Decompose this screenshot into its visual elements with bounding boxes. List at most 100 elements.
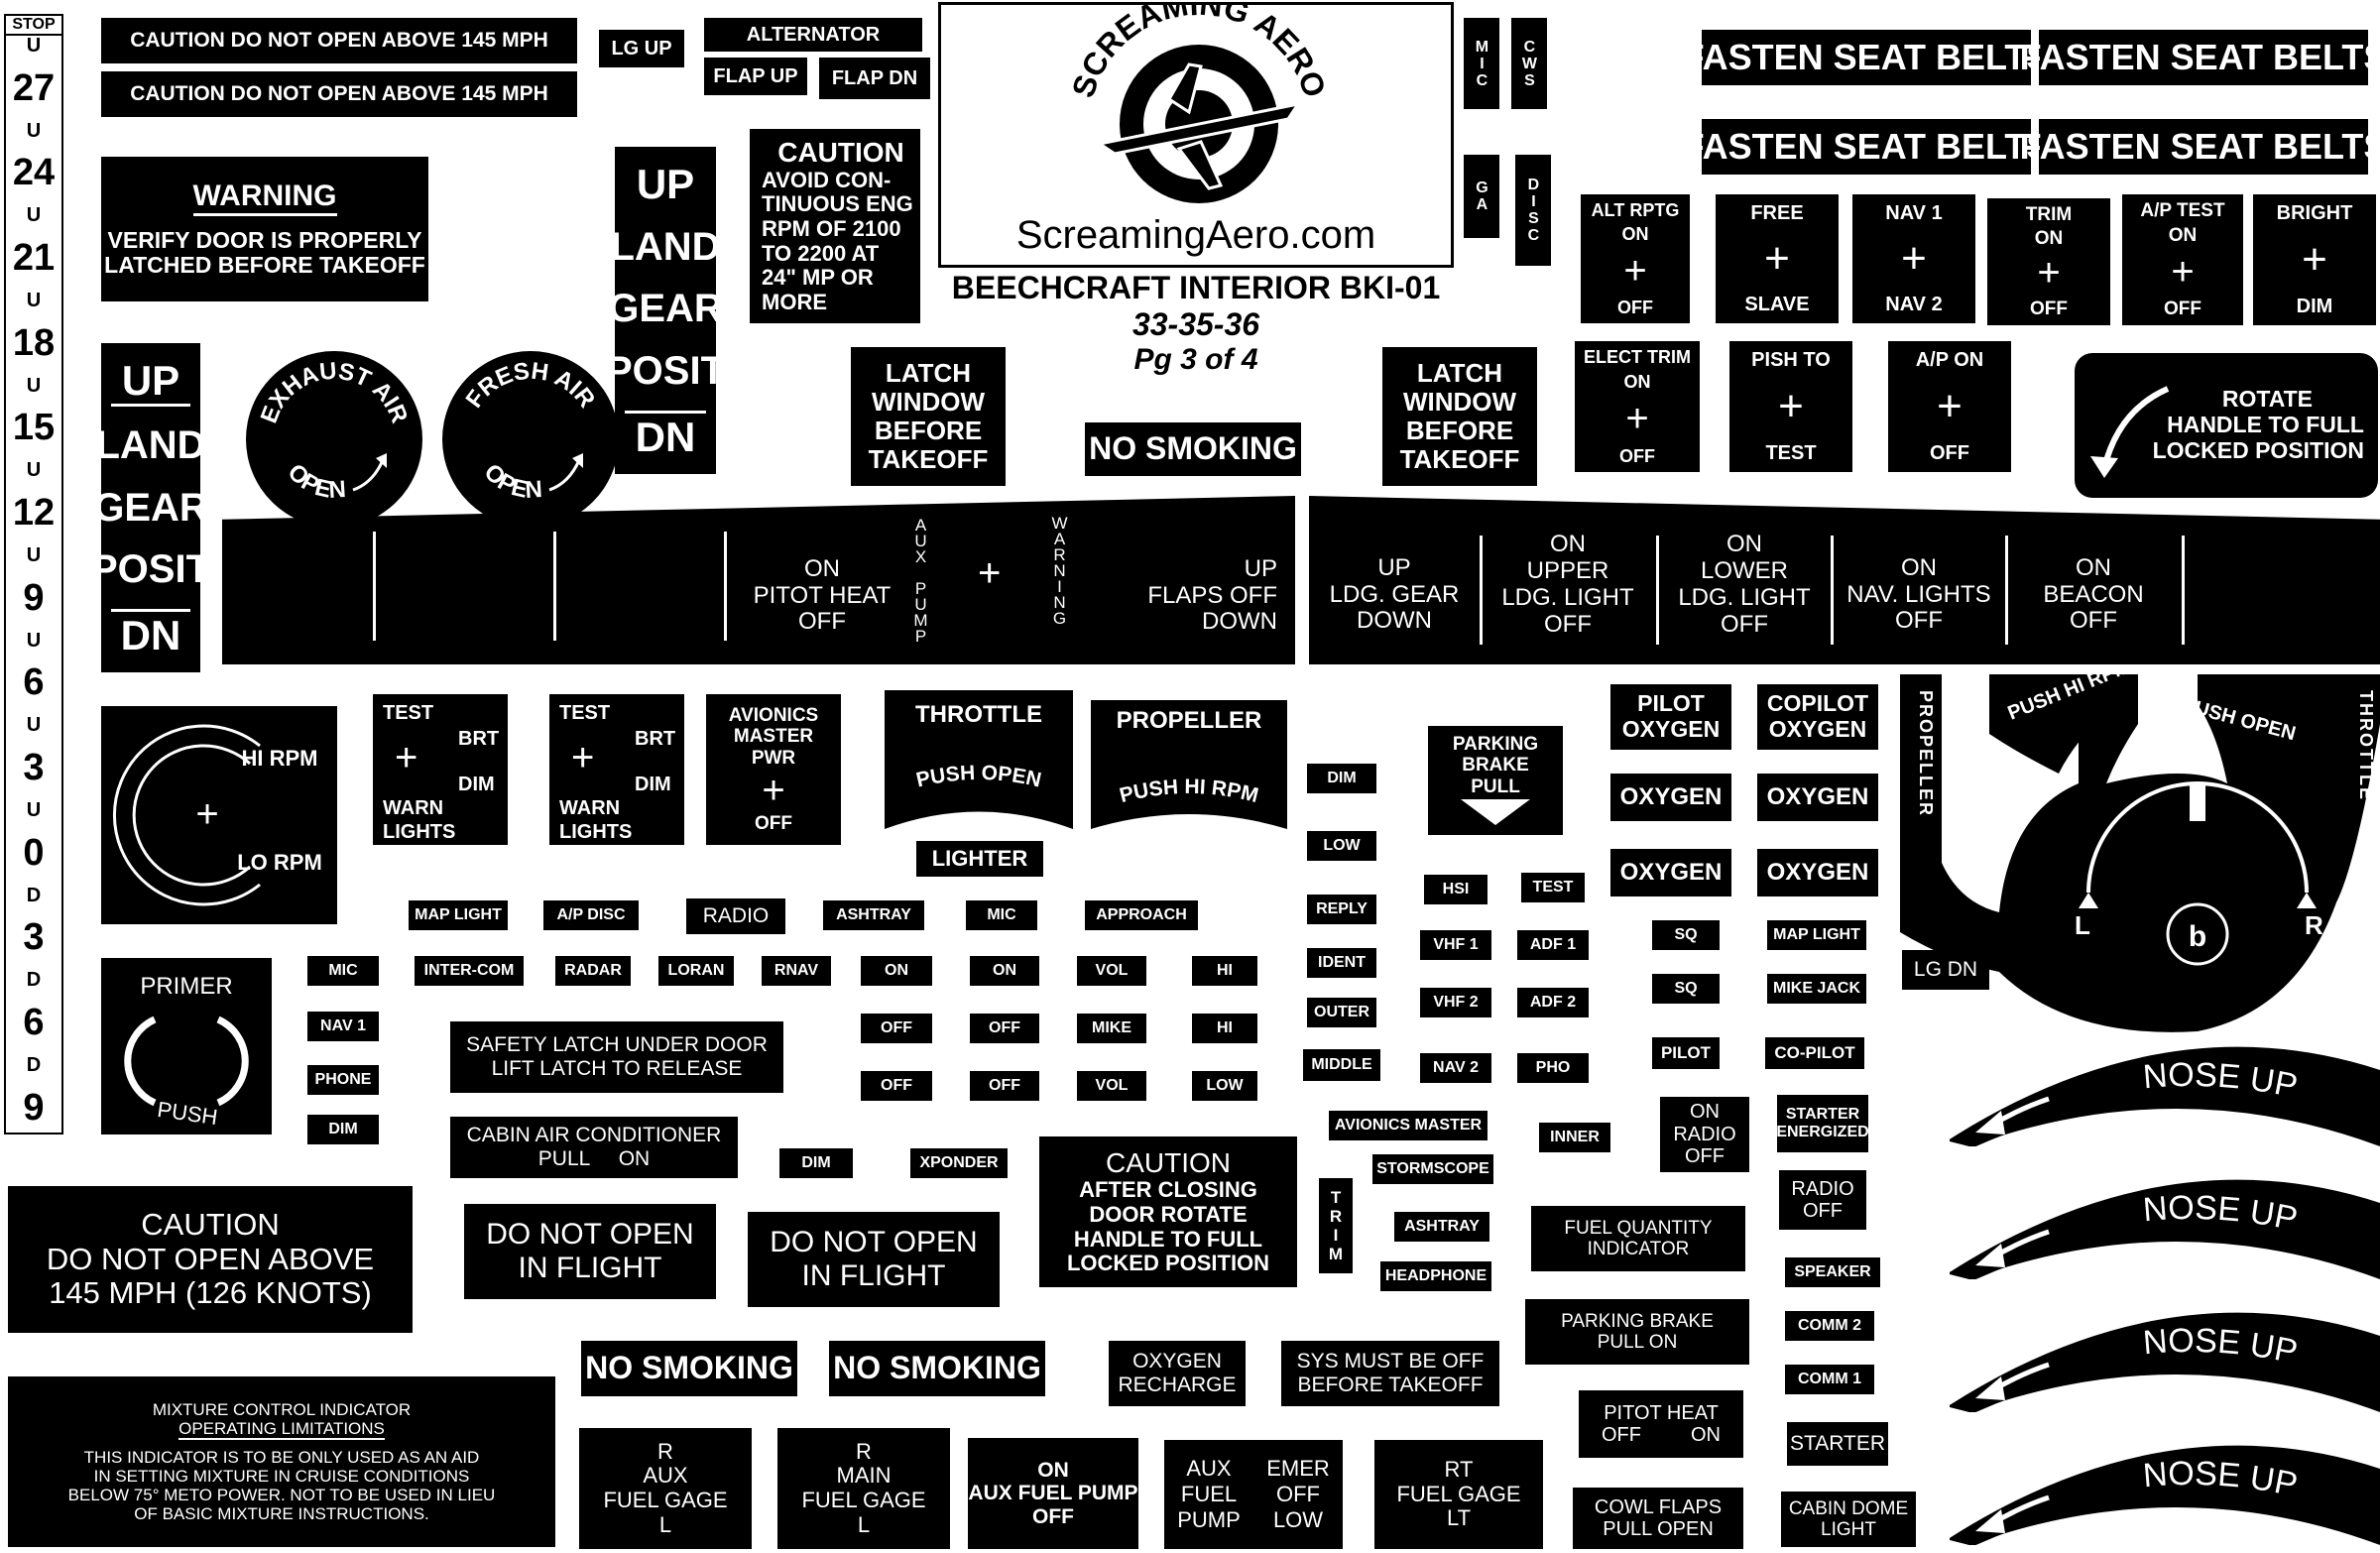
brand-url: ScreamingAero.com bbox=[1016, 213, 1375, 257]
strip-divider bbox=[553, 532, 556, 641]
strip-divider bbox=[2005, 536, 2008, 645]
toggle-cross-icon: + bbox=[1764, 234, 1790, 284]
flap-up-placard: FLAP UP bbox=[704, 58, 807, 95]
mic-label: MIC bbox=[966, 900, 1037, 930]
trim-scale-tick: D bbox=[26, 969, 42, 992]
trim-scale-tick: U bbox=[26, 629, 42, 652]
dim-label: DIM bbox=[307, 1115, 379, 1144]
flap-up-text: FLAP UP bbox=[713, 64, 798, 87]
radio-label: RADIO bbox=[686, 898, 785, 934]
low-label: LOW bbox=[1192, 1071, 1257, 1101]
toggle-cross-icon: + bbox=[2171, 250, 2195, 295]
trim-scale-tick: 3 bbox=[23, 747, 45, 789]
trim-scale-tick: U bbox=[26, 289, 42, 311]
hi-label: HI bbox=[1192, 1014, 1257, 1043]
strip-divider bbox=[1480, 536, 1483, 645]
toggle-cross-icon: + bbox=[1778, 382, 1804, 431]
off-label: OFF bbox=[861, 1071, 932, 1101]
center-detent-mark bbox=[2190, 785, 2205, 821]
dim-label: DIM bbox=[779, 1148, 853, 1178]
toggle-cross-icon: + bbox=[571, 736, 595, 779]
sheet-page-number: Pg 3 of 4 bbox=[1133, 343, 1258, 376]
aux-pump-vertical-label: AUX PUMP bbox=[911, 516, 930, 643]
toggle-cross-icon: + bbox=[2037, 251, 2061, 296]
caution-rpm-placard: CAUTION AVOID CON- TINUOUS ENG RPM OF 21… bbox=[750, 129, 920, 323]
sq-label: SQ bbox=[1652, 920, 1720, 950]
ident-label: IDENT bbox=[1307, 948, 1376, 978]
lg-up-placard: LG UP bbox=[599, 30, 684, 67]
land-gear-posit-placard-left: UP LAND GEAR POSIT DN bbox=[91, 343, 210, 672]
trim-scale-tick: U bbox=[26, 35, 42, 57]
co-pilot-label: CO-PILOT bbox=[1765, 1037, 1864, 1069]
svg-text:PROPELLER: PROPELLER bbox=[1117, 707, 1262, 734]
mic-label: MIC bbox=[307, 956, 379, 986]
strip-divider bbox=[1831, 536, 1834, 645]
toggle-cross-icon: + bbox=[1625, 397, 1649, 441]
nose-up-arc-placard: NOSE UP bbox=[1950, 1179, 2380, 1279]
lg-dn-placard: LG DN bbox=[1902, 950, 1989, 990]
starter-placard: STARTER bbox=[1787, 1422, 1888, 1466]
toggle-cross-icon: + bbox=[1937, 382, 1963, 431]
throttle-quadrant-placard: b L R PROPELLER THROTTLE PUSH HI RPM PUS… bbox=[1900, 674, 2380, 1032]
trim-scale-tick: U bbox=[26, 543, 42, 566]
vol-label: VOL bbox=[1077, 956, 1146, 986]
caution-145-text: CAUTION DO NOT OPEN ABOVE 145 MPH bbox=[130, 82, 548, 106]
brand-logo-graphic: SCREAMING AERO ScreamingAero.com bbox=[1016, 0, 1375, 257]
beechcraft-emblem-glyph: b bbox=[2189, 920, 2206, 953]
oxygen-placard: OXYGEN bbox=[1757, 849, 1878, 896]
mike-label: MIKE bbox=[1077, 1014, 1146, 1043]
trim-scale-tick: 27 bbox=[12, 66, 56, 109]
nav-selector-switch-placard: NAV 1+NAV 2 bbox=[1852, 194, 1975, 323]
curved-arrow-icon bbox=[2090, 386, 2170, 478]
trim-scale-tick: 9 bbox=[23, 576, 45, 619]
svg-text:THROTTLE: THROTTLE bbox=[915, 701, 1042, 728]
trim-scale-tick: U bbox=[26, 374, 42, 397]
hi-label: HI bbox=[1192, 956, 1257, 986]
alternator-placard: ALTERNATOR bbox=[704, 18, 922, 52]
propeller-knob-placard: PROPELLER PUSH HI RPM bbox=[1091, 700, 1287, 829]
no-smoking-placard: NO SMOKING bbox=[1085, 422, 1301, 476]
toggle-cross-icon: + bbox=[195, 792, 218, 836]
arrow-right-icon bbox=[2297, 893, 2317, 908]
lighter-placard: LIGHTER bbox=[916, 841, 1043, 877]
svg-text:PRIMER: PRIMER bbox=[140, 973, 232, 1000]
comm2-label: COMM 2 bbox=[1785, 1311, 1874, 1341]
propeller-vertical-label: PROPELLER bbox=[1916, 690, 1936, 817]
pho-label: PHO bbox=[1517, 1053, 1589, 1083]
pish-to-test-placard: PISH TO+TEST bbox=[1729, 341, 1852, 472]
hsi-label: HSI bbox=[1424, 875, 1488, 904]
rotate-handle-placard: ROTATE HANDLE TO FULL LOCKED POSITION bbox=[2075, 353, 2378, 498]
sq-label: SQ bbox=[1652, 974, 1720, 1004]
fasten-seat-belts-placard: FASTEN SEAT BELTS bbox=[2020, 30, 2380, 85]
nose-up-arc-placard: NOSE UP bbox=[1950, 1312, 2380, 1412]
fresh-air-dial: FRESH AIR OPEN bbox=[442, 351, 619, 528]
strip-divider bbox=[1656, 536, 1659, 645]
mic-vertical-placard: MIC bbox=[1464, 18, 1499, 109]
trim-vertical-placard: TRIM bbox=[1319, 1178, 1353, 1273]
sheet-title: BEECHCRAFT INTERIOR BKI-01 bbox=[951, 270, 1441, 305]
no-smoking-placard: NO SMOKING bbox=[829, 1341, 1045, 1396]
